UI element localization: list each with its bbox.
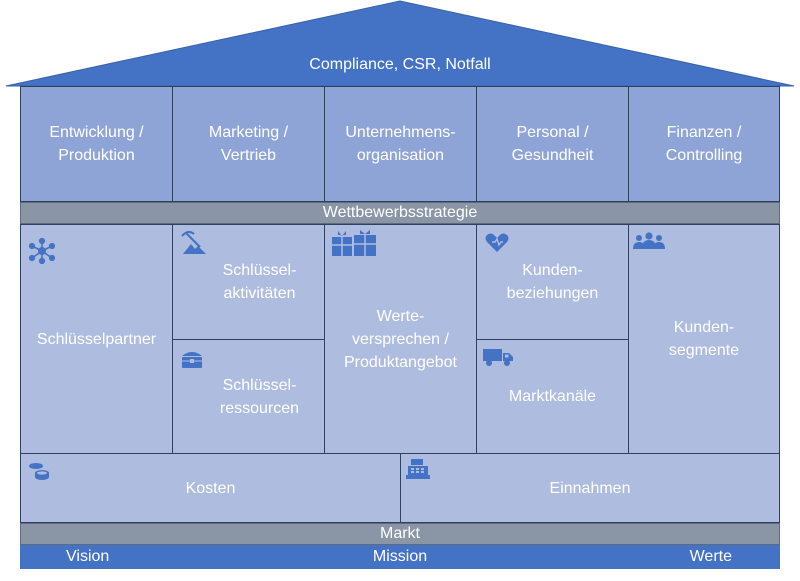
- segments-label: Kunden- segmente: [668, 319, 740, 359]
- strategy-label: Wettbewerbsstrategie: [322, 204, 478, 221]
- cash-register-icon: [406, 459, 430, 479]
- foundation-bar: Vision Mission Werte: [20, 545, 780, 569]
- values-label: Werte: [689, 548, 732, 565]
- heart-hand-icon: [485, 233, 509, 252]
- channels-label: Marktkanäle: [508, 388, 597, 405]
- department-entwicklung: Entwicklung / Produktion: [20, 86, 173, 202]
- canvas-revenue: Einnahmen: [400, 453, 780, 523]
- strategy-bar: Wettbewerbsstrategie: [20, 202, 780, 224]
- treasure-chest-icon: [182, 352, 202, 368]
- activities-label: Schlüssel- aktivitäten: [222, 262, 297, 302]
- costs-label: Kosten: [185, 479, 236, 497]
- department-label: Unternehmens- organisation: [345, 124, 456, 164]
- revenue-label: Einnahmen: [549, 479, 631, 497]
- vision-label: Vision: [66, 548, 110, 565]
- department-label: Marketing / Vertrieb: [208, 124, 289, 164]
- canvas-partners: Schlüsselpartner: [20, 224, 173, 454]
- value-label: Werte- versprechen / Produktangebot: [344, 307, 457, 371]
- department-finanzen: Finanzen / Controlling: [628, 86, 780, 202]
- canvas-value-proposition: Werte- versprechen / Produktangebot: [324, 224, 477, 454]
- truck-icon: [483, 349, 513, 366]
- department-organisation: Unternehmens- organisation: [324, 86, 477, 202]
- canvas-costs: Kosten: [20, 453, 401, 523]
- gifts-icon: [332, 230, 376, 256]
- mission-label: Mission: [372, 548, 428, 565]
- mining-icon: [181, 230, 206, 254]
- department-marketing: Marketing / Vertrieb: [172, 86, 325, 202]
- canvas-segments: Kunden- segmente: [628, 224, 780, 454]
- market-label: Markt: [380, 525, 420, 542]
- department-label: Entwicklung / Produktion: [49, 124, 144, 164]
- department-personal: Personal / Gesundheit: [476, 86, 629, 202]
- roof-label: Compliance, CSR, Notfall: [309, 56, 491, 73]
- partners-label: Schlüsselpartner: [36, 330, 157, 348]
- roof: [5, 0, 795, 87]
- market-bar: Markt: [20, 523, 780, 545]
- department-label: Personal / Gesundheit: [511, 124, 594, 164]
- coins-icon: [29, 463, 49, 480]
- resources-label: Schlüssel- ressourcen: [219, 376, 300, 417]
- department-label: Finanzen / Controlling: [665, 124, 743, 164]
- network-icon: [28, 238, 56, 264]
- relationships-label: Kunden- beziehungen: [506, 262, 599, 302]
- people-icon: [633, 232, 665, 249]
